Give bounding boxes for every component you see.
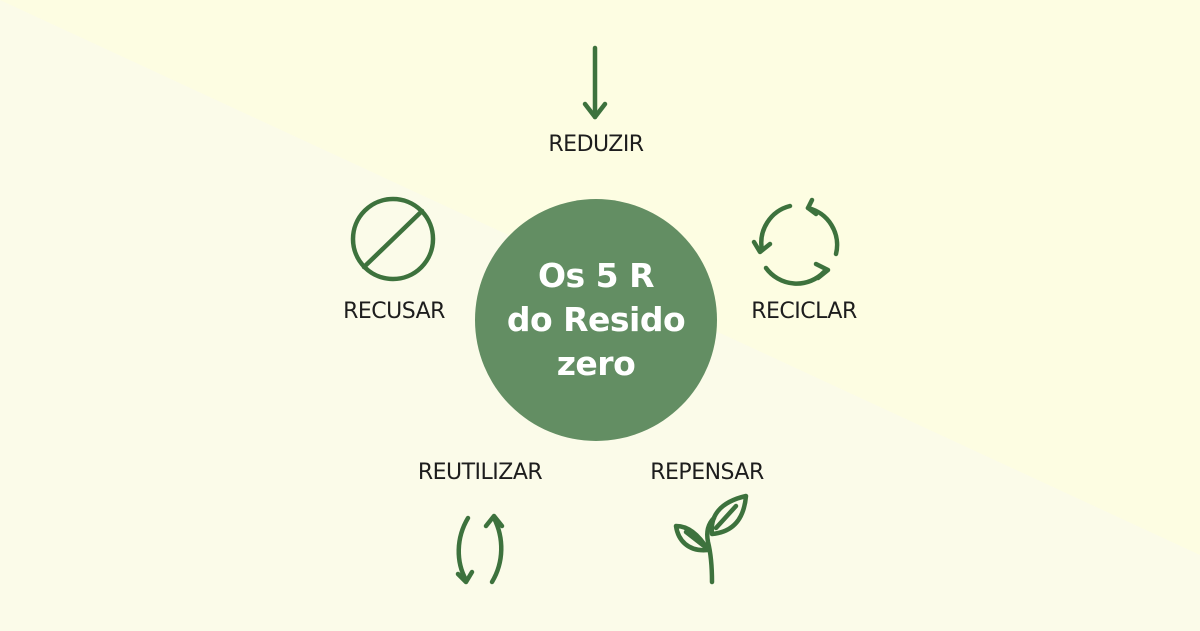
sprout-icon (672, 492, 752, 586)
reuse-arrows-icon (452, 510, 508, 590)
label-reciclar: RECICLAR (751, 299, 857, 324)
center-title-line1: Os 5 R (537, 256, 655, 295)
label-repensar: REPENSAR (650, 460, 764, 485)
label-reutilizar: REUTILIZAR (417, 460, 543, 485)
label-recusar: RECUSAR (343, 299, 445, 324)
down-arrow-icon (580, 45, 610, 122)
label-reduzir: REDUZIR (548, 132, 644, 157)
center-title-line2: do Resido zero (506, 300, 686, 383)
center-title-circle: Os 5 R do Resido zero (475, 199, 717, 441)
prohibited-icon (348, 194, 438, 284)
recycle-icon (748, 194, 844, 290)
